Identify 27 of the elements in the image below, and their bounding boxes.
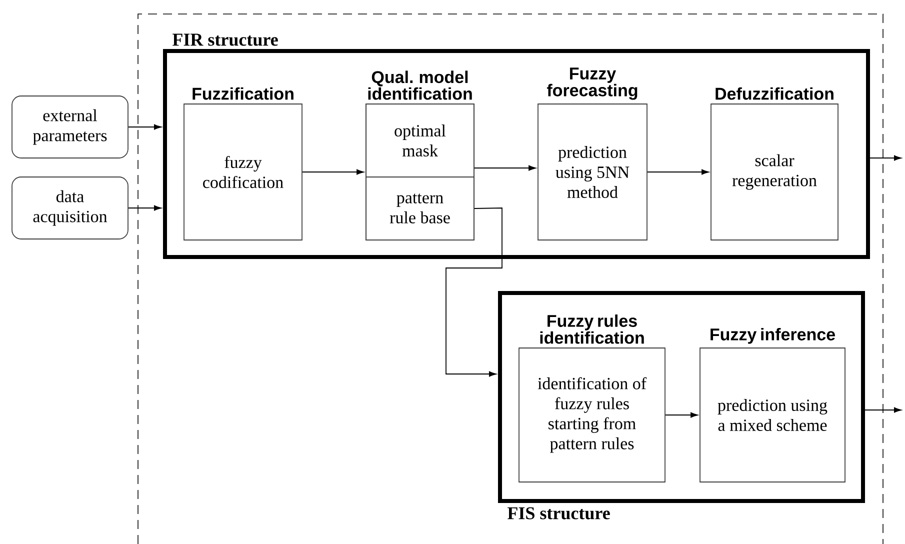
node-label: Qual. model identification (368, 70, 472, 100)
process-box: Defuzzification scalar regeneration (710, 87, 838, 240)
node-label: FIR structure (172, 34, 278, 46)
arrow (864, 407, 902, 413)
process-box: Fuzzy inference prediction using a mixed scheme (700, 328, 846, 482)
input-box: data acquisition (12, 176, 128, 240)
arrow (474, 165, 536, 171)
arrow (302, 169, 364, 175)
arrow (870, 155, 902, 161)
process-box: Fuzzy rules identification identification of fuzzy rules starting from pattern rules (518, 314, 666, 482)
dashed-boundary (138, 14, 884, 544)
node-label: Fuzzy rules identification (540, 314, 644, 344)
arrow (446, 208, 502, 377)
process-cell: optimal mask (366, 104, 474, 178)
node-label: Fuzzy inference (710, 328, 835, 344)
process-box: Fuzzy forecasting prediction using 5NN method (538, 68, 648, 240)
arrow (128, 124, 162, 130)
process-box: Fuzzification fuzzy codification (184, 87, 302, 240)
arrow (647, 169, 709, 175)
input-box: external parameters (12, 96, 128, 158)
node-label: FIS structure (508, 507, 610, 520)
node-label: Fuzzification (192, 87, 294, 100)
arrow (128, 205, 162, 211)
node-label: Fuzzy forecasting (546, 68, 638, 100)
arrow (665, 412, 698, 418)
node-label: Defuzzification (716, 87, 834, 100)
process-cell: pattern rule base (366, 176, 474, 240)
